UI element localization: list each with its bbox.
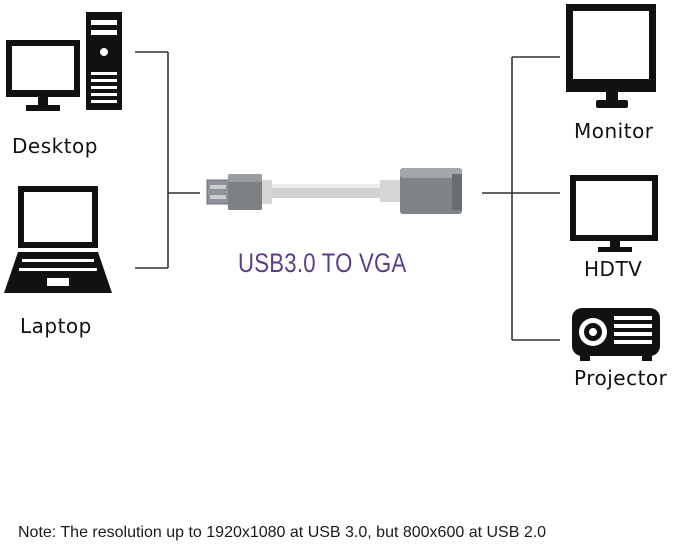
usb-vga-adapter-icon: [206, 168, 462, 214]
left-connector-lines: [135, 51, 200, 269]
desktop-icon: [6, 12, 122, 111]
projector-icon: [572, 308, 660, 361]
adapter-title: USB3.0 TO VGA: [238, 248, 407, 278]
resolution-note: Note: The resolution up to 1920x1080 at …: [18, 524, 547, 541]
monitor-icon: [566, 4, 656, 108]
laptop-icon: [4, 186, 112, 293]
monitor-label: Monitor: [574, 119, 654, 143]
right-connector-lines: [482, 56, 560, 341]
laptop-label: Laptop: [20, 314, 92, 338]
hdtv-label: HDTV: [584, 257, 643, 281]
desktop-label: Desktop: [12, 134, 98, 158]
projector-label: Projector: [574, 366, 668, 390]
hdtv-icon: [570, 175, 658, 252]
